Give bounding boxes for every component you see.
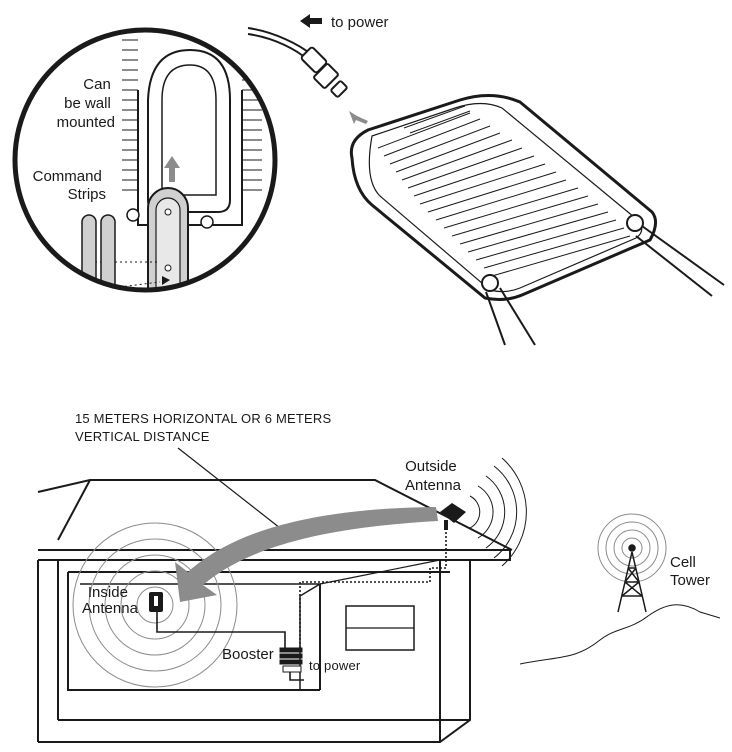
cell-tower-icon <box>617 544 647 613</box>
plug-in-arrow-icon <box>349 111 368 124</box>
power-cable <box>247 27 348 98</box>
power-label: to power <box>331 14 389 31</box>
distance-label: 15 METERS HORIZONTAL OR 6 METERS VERTICA… <box>75 411 335 444</box>
house <box>37 479 513 743</box>
curved-arrow-icon <box>175 507 438 602</box>
inside-antenna-icon <box>149 592 163 612</box>
outside-antenna-label: Outside Antenna <box>405 458 462 494</box>
booster-label: Booster <box>222 646 274 663</box>
booster-icon <box>279 647 303 673</box>
cell-tower-label: Cell Tower <box>670 554 710 589</box>
outside-antenna-icon <box>440 503 466 530</box>
command-strips-label: Command Strips <box>33 168 106 203</box>
distance-leader-line <box>177 447 281 529</box>
power-arrow-left-icon <box>300 14 322 28</box>
front-coax-cable <box>481 274 536 346</box>
outside-antenna-waves <box>469 457 527 567</box>
wall-mount-detail <box>12 27 278 293</box>
inside-antenna-waves <box>72 522 238 688</box>
wall-mount-label: Can be wall mounted <box>57 76 115 131</box>
arrow-up-icon <box>164 156 180 182</box>
booster-power-label: to power <box>309 658 361 673</box>
terrain <box>519 604 721 665</box>
booster-to-inside-cable <box>156 528 447 681</box>
booster-unit <box>349 94 657 301</box>
right-coax-cable <box>626 214 725 297</box>
inside-antenna-label: Inside Antenna <box>82 584 139 617</box>
